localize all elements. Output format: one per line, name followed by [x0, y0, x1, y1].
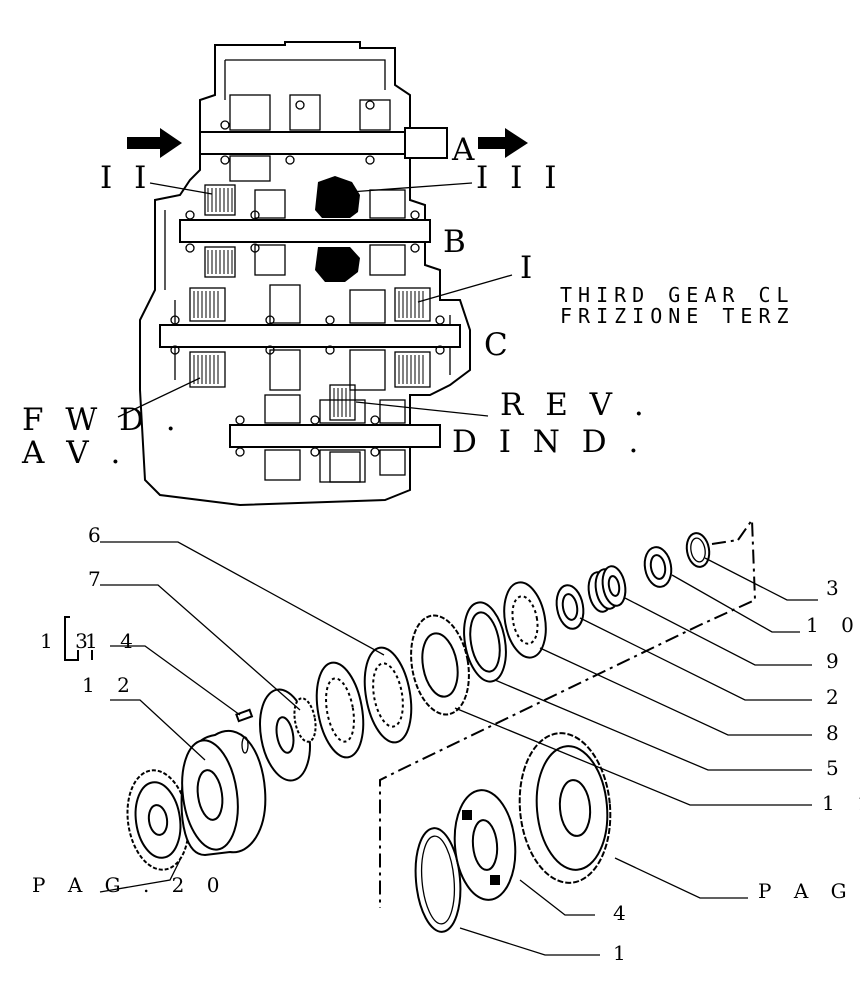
- part-number-6: 6: [88, 523, 109, 547]
- part-number-1: 1: [613, 941, 634, 965]
- leader-7: [100, 584, 301, 711]
- part-number-4: 4: [613, 901, 634, 925]
- part-number-9: 9: [826, 649, 847, 673]
- label-av: A V .: [21, 435, 126, 471]
- leader-14: [110, 645, 241, 716]
- part-1-ring: [414, 827, 462, 933]
- label-iii: I I I: [476, 160, 562, 196]
- part-number-10: 1 0: [806, 613, 860, 637]
- part-number-8: 8: [826, 721, 847, 745]
- shaft-d: [229, 424, 441, 448]
- leader-4: [519, 879, 595, 916]
- part-number-11: 1 1: [822, 791, 860, 815]
- part-8-disc: [503, 581, 547, 659]
- label-i: I: [520, 250, 538, 286]
- shaft-c: [159, 324, 461, 348]
- leader-12: [110, 699, 206, 761]
- part-10-cup: [643, 546, 673, 588]
- page-ref-right: P A G . 2: [758, 879, 860, 903]
- part-11-gear: [410, 614, 470, 716]
- shaft-b: [179, 219, 431, 243]
- output-arrow: [478, 128, 528, 158]
- leader-2: [579, 617, 812, 701]
- leader-8: [539, 647, 812, 736]
- third-gear-dark: [315, 176, 360, 218]
- part-9-spring: [587, 565, 627, 613]
- part-number-3: 3: [826, 576, 847, 600]
- leader-5: [494, 679, 812, 771]
- gear-pag-2: [518, 732, 612, 884]
- label-fwd: F W D .: [22, 402, 182, 438]
- exploded-parts: [64, 516, 818, 956]
- label-ii: I I: [100, 160, 152, 196]
- part-3-snap-ring: [685, 532, 711, 568]
- part-number-7: 7: [88, 567, 109, 591]
- assembly-axis-upper: [379, 516, 757, 908]
- part-6-friction-plate: [363, 646, 413, 744]
- part-number-5: 5: [826, 756, 847, 780]
- page-ref-left: P A G . 2 0: [32, 873, 227, 897]
- leader-6: [100, 541, 385, 656]
- leader-1: [459, 927, 600, 956]
- part-number-2: 2: [826, 685, 847, 709]
- label-c: C: [484, 327, 514, 363]
- part-2-washer: [555, 584, 585, 630]
- leader-pag2: [614, 857, 748, 899]
- part-7-plate: [259, 688, 317, 782]
- gear-pag-20: [126, 769, 190, 871]
- leader-10: [671, 574, 800, 633]
- part-number-12: 1 2: [82, 673, 138, 697]
- title-line-2: FRIZIONE TERZ: [560, 304, 795, 328]
- part-4-piston: [453, 789, 517, 901]
- part-number-13: 1 3: [40, 629, 96, 653]
- leader-pag20: [99, 859, 181, 893]
- transmission-cross-section: [117, 41, 528, 507]
- label-a: A: [451, 132, 480, 168]
- label-rev: R E V .: [500, 387, 650, 423]
- leader-9: [624, 597, 812, 666]
- part-5-ring: [463, 601, 507, 683]
- label-b: B: [443, 224, 472, 260]
- label-d-ind: D I N D .: [452, 424, 644, 460]
- part-number-14: 1 4: [85, 629, 141, 653]
- title-line-1: THIRD GEAR CL: [560, 283, 795, 307]
- part-6-disc: [315, 661, 365, 759]
- part-12-hub: [180, 729, 267, 857]
- input-arrow: [127, 128, 182, 158]
- leader-3: [704, 557, 818, 601]
- part-14-pin: [235, 708, 254, 723]
- leader-11: [454, 707, 812, 806]
